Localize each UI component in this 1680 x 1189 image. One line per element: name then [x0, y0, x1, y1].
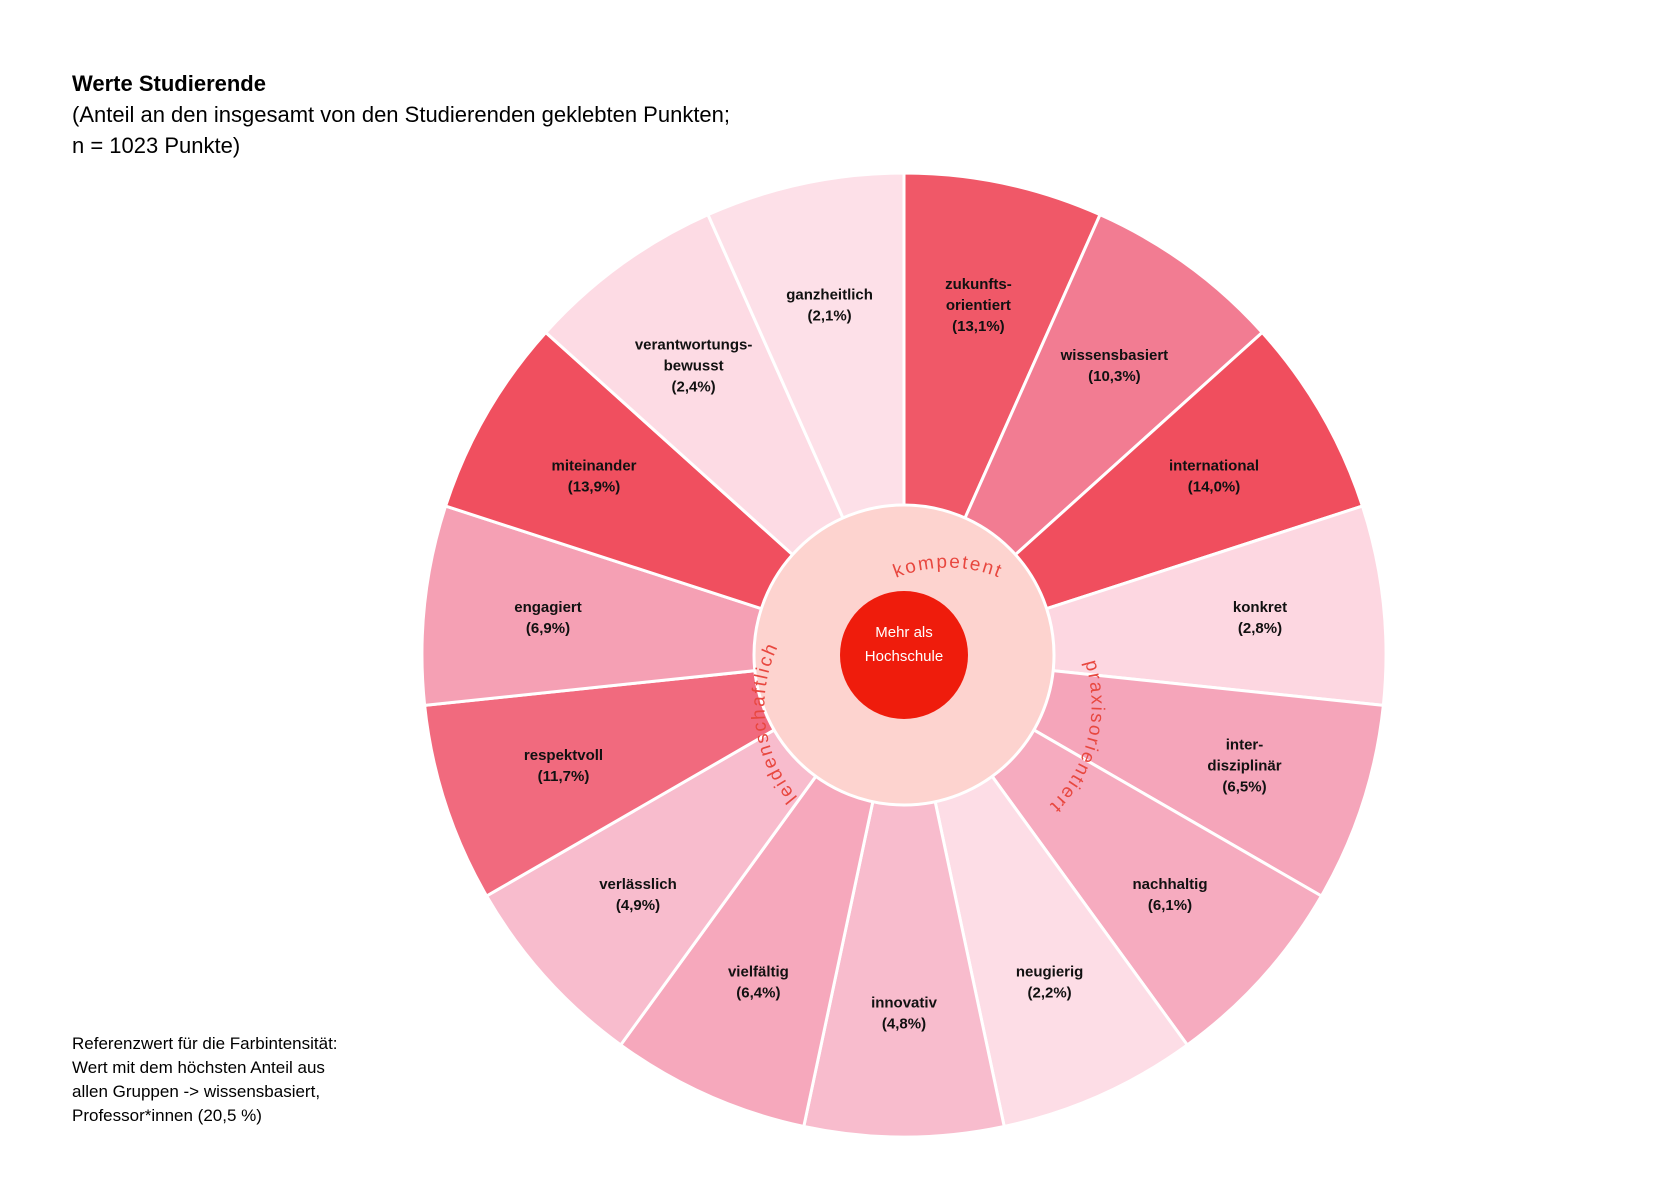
wedge-label-line: (13,9%) [568, 479, 621, 496]
wedge-label-line: international [1169, 458, 1259, 475]
wedge-label-line: zukunfts- [945, 276, 1012, 293]
center-circle [840, 591, 968, 719]
reference-note-line2: Wert mit dem höchsten Anteil aus [72, 1058, 325, 1077]
wedge-label-line: innovativ [871, 995, 938, 1012]
chart-title: Werte Studierende [72, 71, 266, 96]
wedge-label-line: wissensbasiert [1060, 347, 1169, 364]
wedge-label-line: respektvoll [524, 747, 603, 764]
wedge-label-line: (14,0%) [1188, 479, 1241, 496]
wedge-label-line: nachhaltig [1132, 876, 1207, 893]
wedge-label-line: inter- [1226, 737, 1264, 754]
wedge-label-line: (6,1%) [1148, 897, 1192, 914]
wedge-label-miteinander: miteinander (13,9%) [551, 458, 636, 496]
wedge-label-international: international (14,0%) [1169, 458, 1259, 496]
wedge-label-neugierig: neugierig (2,2%) [1016, 964, 1084, 1002]
wedge-label-engagiert: engagiert (6,9%) [514, 599, 582, 637]
wedge-label-nachhaltig: nachhaltig (6,1%) [1132, 876, 1207, 914]
wedge-label-line: (6,9%) [526, 620, 570, 637]
wedge-label-line: (2,4%) [672, 378, 716, 395]
wedge-label-line: verantwortungs- [635, 336, 753, 353]
wedge-label-line: disziplinär [1207, 758, 1281, 775]
reference-note-line4: Professor*innen (20,5 %) [72, 1106, 262, 1125]
wedge-label-line: (11,7%) [538, 768, 590, 785]
wedge-label-innovativ: innovativ (4,8%) [871, 995, 938, 1033]
center-label-line2: Hochschule [865, 648, 943, 665]
wedge-label-ganzheitlich: ganzheitlich (2,1%) [786, 286, 873, 324]
wedge-label-konkret: konkret (2,8%) [1233, 599, 1287, 637]
wedge-label-line: (13,1%) [952, 318, 1005, 335]
wedge-label-respektvoll: respektvoll (11,7%) [524, 747, 603, 785]
chart-subtitle-line2: n = 1023 Punkte) [72, 133, 241, 158]
wedge-label-wissensbasiert: wissensbasiert (10,3%) [1060, 347, 1169, 385]
title-block: Werte Studierende (Anteil an den insgesa… [72, 68, 730, 161]
wedge-label-vielfältig: vielfältig (6,4%) [728, 964, 789, 1002]
wedge-label-line: (6,5%) [1222, 779, 1266, 796]
chart-subtitle-line1: (Anteil an den insgesamt von den Studier… [72, 102, 731, 127]
center-label-line1: Mehr als [875, 624, 933, 641]
wedge-label-line: konkret [1233, 599, 1287, 616]
wedge-label-line: (10,3%) [1088, 368, 1141, 385]
wedge-innovativ [802, 654, 1006, 1139]
wedge-label-line: ganzheitlich [786, 286, 873, 303]
wheel-segment-labels: zukunfts-orientiert (13,1%) wissensbasiert… [514, 276, 1287, 1033]
wedge-label-line: neugierig [1016, 964, 1084, 981]
wedge-label-line: orientiert [946, 297, 1011, 314]
wedge-label-line: (2,1%) [808, 307, 852, 324]
wedge-label-line: miteinander [551, 458, 636, 475]
wedge-label-line: vielfältig [728, 964, 789, 981]
wedge-label-line: (4,8%) [882, 1016, 926, 1033]
wedge-label-inter-disziplinär: inter-disziplinär (6,5%) [1207, 737, 1281, 796]
wedge-label-zukunfts-orientiert: zukunfts-orientiert (13,1%) [945, 276, 1012, 335]
reference-note: Referenzwert für die Farbintensität: Wer… [72, 1032, 402, 1128]
wedge-label-line: (2,2%) [1028, 985, 1072, 1002]
wedge-label-line: (6,4%) [736, 985, 780, 1002]
wedge-label-line: verlässlich [599, 876, 677, 893]
wedge-label-verlässlich: verlässlich (4,9%) [599, 876, 677, 914]
wedge-label-line: (2,8%) [1238, 620, 1282, 637]
wedge-label-line: engagiert [514, 599, 582, 616]
wedge-label-line: bewusst [664, 357, 724, 374]
reference-note-line1: Referenzwert für die Farbintensität: [72, 1034, 338, 1053]
wedge-label-line: (4,9%) [616, 897, 660, 914]
wedge-label-verantwortungs-bewusst: verantwortungs-bewusst (2,4%) [635, 336, 753, 395]
reference-note-line3: allen Gruppen -> wissensbasiert, [72, 1082, 321, 1101]
